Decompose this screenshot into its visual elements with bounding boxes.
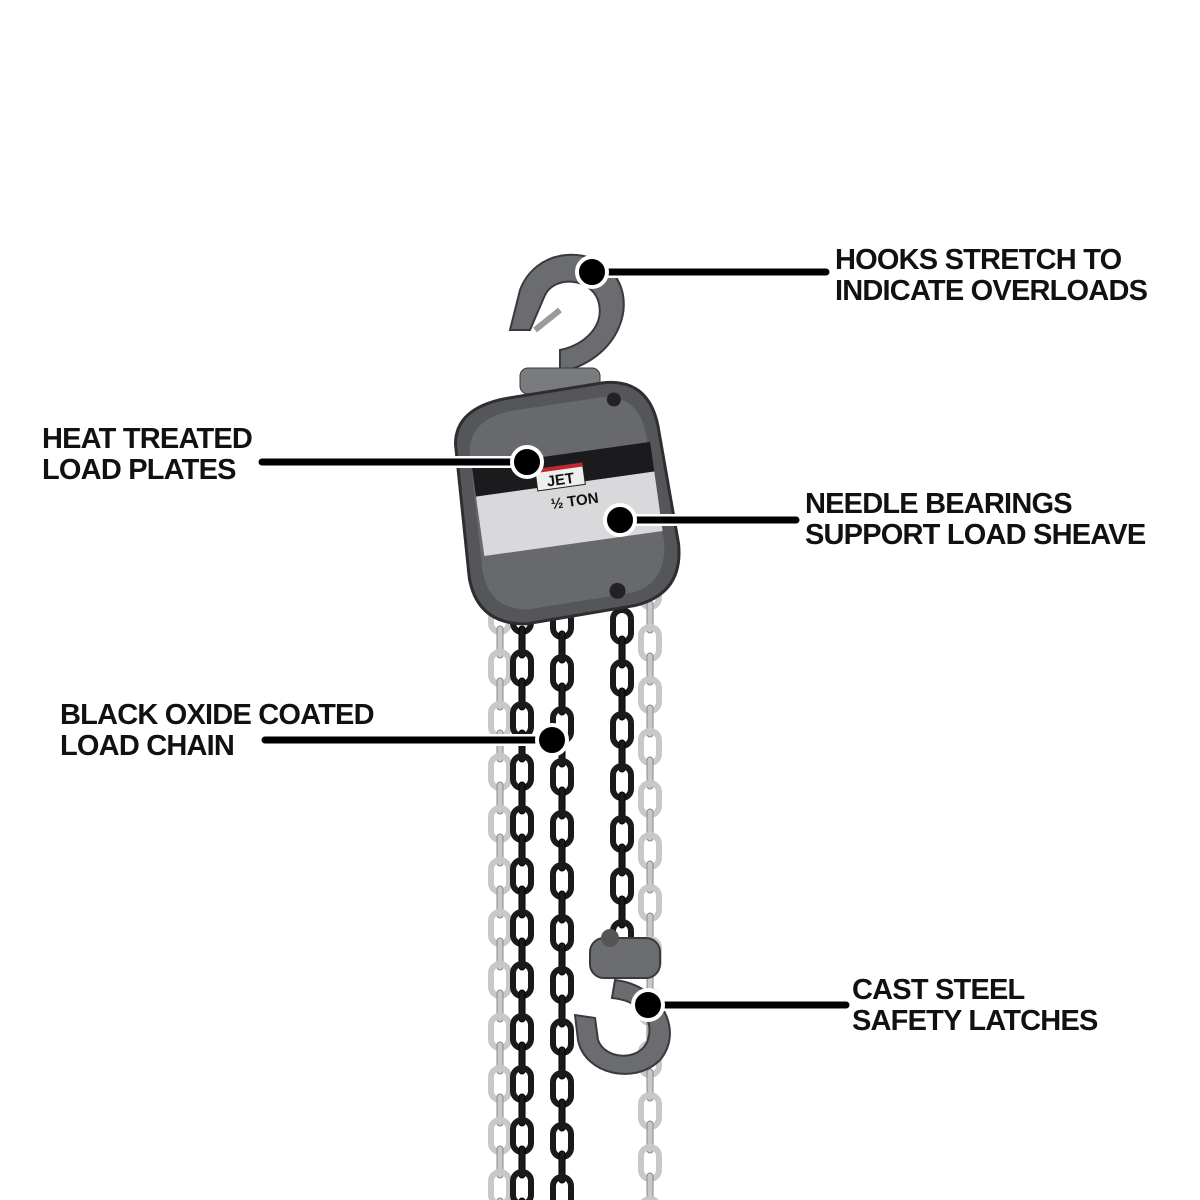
- hand-chain-link: [641, 1196, 659, 1200]
- hand-chain-link: [646, 1172, 654, 1200]
- leader-plates: [258, 445, 544, 479]
- brand-plate: JET: [546, 470, 576, 491]
- capacity-plate: ½ TON: [550, 490, 600, 514]
- chains: [488, 572, 662, 1200]
- leader-lines: [258, 255, 850, 1022]
- leader-dot: [631, 988, 665, 1022]
- hand-chain-link: [488, 1169, 512, 1200]
- leader-bearings: [603, 503, 800, 537]
- leader-dot: [575, 255, 609, 289]
- leader-hooks: [575, 255, 830, 289]
- load-chain-link: [510, 1169, 534, 1200]
- leader-dot: [535, 723, 569, 757]
- leader-dot: [603, 503, 637, 537]
- load-chain-link: [550, 1174, 574, 1200]
- leader-latches: [631, 988, 850, 1022]
- hoist-body: JET ½ TON: [453, 380, 681, 626]
- leader-dot: [510, 445, 544, 479]
- leader-chain: [261, 723, 569, 757]
